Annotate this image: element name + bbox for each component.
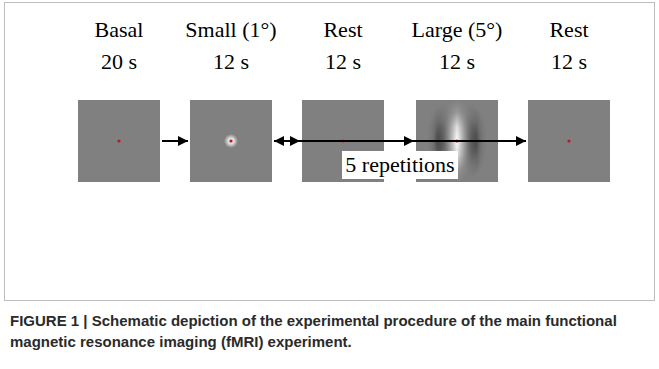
condition-name: Rest xyxy=(272,14,414,46)
screen-panel: Rest12 s xyxy=(498,14,640,182)
small-stimulus xyxy=(224,134,238,148)
repetition-label: 5 repetitions xyxy=(342,151,457,179)
screen-square xyxy=(190,100,272,182)
duration-label: 12 s xyxy=(386,46,528,78)
condition-name: Rest xyxy=(498,14,640,46)
screen-panels xyxy=(78,100,610,182)
duration-label: 20 s xyxy=(48,46,190,78)
screen-square xyxy=(78,100,160,182)
condition-name: Small (1°) xyxy=(160,14,302,46)
condition-name: Large (5°) xyxy=(386,14,528,46)
duration-label: 12 s xyxy=(498,46,640,78)
sequence-arrow xyxy=(162,140,188,142)
screen-panel: Basal20 s xyxy=(48,14,190,182)
fixation-dots xyxy=(117,139,570,142)
figure-frame xyxy=(5,3,655,301)
figure-caption: FIGURE 1 | Schematic depiction of the ex… xyxy=(10,310,650,352)
sequence-arrow xyxy=(274,140,526,142)
duration-label: 12 s xyxy=(272,46,414,78)
screen-panel: Small (1°)12 s xyxy=(160,14,302,182)
screen-square xyxy=(528,100,610,182)
duration-label: 12 s xyxy=(160,46,302,78)
condition-name: Basal xyxy=(48,14,190,46)
